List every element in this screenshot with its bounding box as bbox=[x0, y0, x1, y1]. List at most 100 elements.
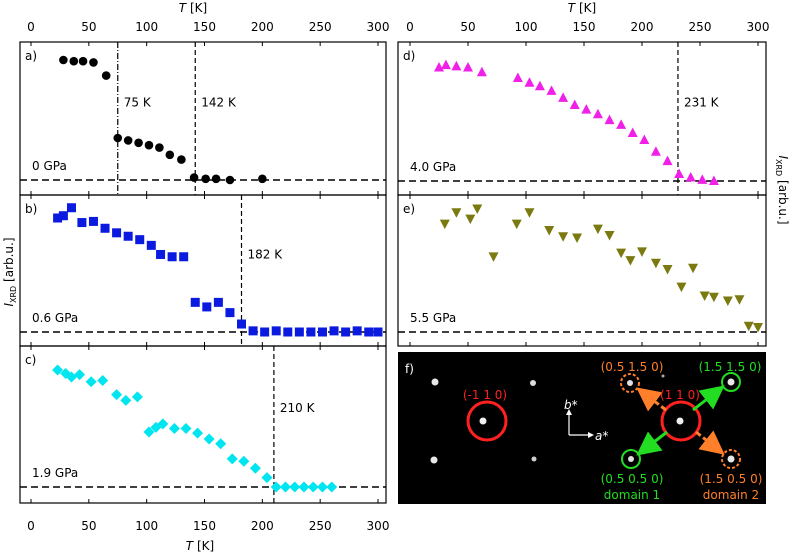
tick-label: 250 bbox=[309, 519, 332, 533]
data-point bbox=[472, 204, 483, 215]
data-point bbox=[201, 174, 210, 184]
data-point bbox=[572, 233, 583, 243]
a-star-label: a* bbox=[595, 429, 608, 443]
tick-label: 300 bbox=[747, 20, 770, 34]
spot bbox=[431, 378, 439, 386]
spot bbox=[627, 380, 633, 386]
data-point bbox=[143, 426, 155, 438]
spot-circle-0505 bbox=[621, 449, 641, 469]
tick-label: 200 bbox=[251, 519, 274, 533]
label-0505: (0.5 0.5 0) bbox=[601, 472, 664, 486]
data-point bbox=[283, 327, 293, 337]
data-point bbox=[225, 308, 235, 318]
pressure-label: 0 GPa bbox=[32, 159, 67, 173]
arrow-domain2-up bbox=[636, 387, 667, 412]
data-point bbox=[699, 291, 710, 301]
data-point bbox=[226, 453, 238, 465]
data-point bbox=[165, 150, 175, 160]
tick-label: 50 bbox=[81, 20, 96, 34]
data-point bbox=[688, 263, 699, 274]
data-point bbox=[650, 146, 661, 156]
panel-label-f: f) bbox=[405, 362, 414, 376]
data-point bbox=[249, 462, 261, 474]
data-point bbox=[451, 60, 462, 71]
tick-label: 200 bbox=[251, 20, 274, 34]
data-point bbox=[156, 249, 166, 259]
data-point bbox=[113, 133, 123, 143]
data-point bbox=[488, 252, 499, 262]
data-point bbox=[203, 433, 215, 445]
label-0515: (0.5 1.5 0) bbox=[601, 360, 664, 374]
panel-label: c) bbox=[25, 353, 36, 367]
data-point bbox=[111, 389, 123, 401]
tick-label: 300 bbox=[367, 20, 390, 34]
data-point bbox=[722, 296, 733, 306]
data-point bbox=[581, 104, 592, 114]
data-point bbox=[189, 173, 199, 182]
data-point bbox=[192, 427, 204, 439]
data-point bbox=[59, 55, 68, 65]
data-point bbox=[637, 247, 647, 257]
tick-label: 150 bbox=[573, 20, 596, 34]
spot bbox=[430, 456, 438, 464]
data-point bbox=[237, 319, 247, 329]
transition-label: 182 K bbox=[248, 247, 284, 261]
data-point bbox=[685, 171, 696, 182]
data-point bbox=[627, 127, 638, 138]
data-point bbox=[215, 438, 227, 450]
data-point bbox=[306, 327, 316, 337]
transition-label: 210 K bbox=[280, 401, 316, 415]
data-point bbox=[625, 256, 636, 266]
diffraction-panel: f) bbox=[398, 352, 766, 504]
data-point bbox=[53, 213, 63, 223]
spot-circle-110 bbox=[660, 400, 702, 442]
data-point bbox=[512, 72, 523, 83]
label-1505: (1.5 0.5 0) bbox=[700, 472, 763, 486]
data-point bbox=[734, 295, 745, 305]
data-point bbox=[123, 231, 133, 241]
data-point bbox=[546, 85, 557, 95]
bottom-left-x-title: T [K] bbox=[186, 539, 214, 553]
data-point bbox=[248, 326, 258, 336]
data-point bbox=[465, 214, 476, 225]
spot bbox=[727, 455, 735, 463]
arrow-domain2-down bbox=[695, 430, 725, 455]
data-point bbox=[135, 235, 145, 245]
data-point bbox=[524, 77, 535, 87]
data-point bbox=[650, 258, 661, 269]
data-point bbox=[743, 321, 754, 332]
data-point bbox=[676, 282, 687, 293]
data-point bbox=[270, 481, 282, 493]
tick-label: 50 bbox=[460, 20, 475, 34]
data-point bbox=[211, 174, 221, 184]
spot bbox=[628, 456, 634, 462]
data-point bbox=[74, 369, 86, 381]
data-point bbox=[78, 56, 88, 66]
data-point bbox=[592, 108, 603, 119]
tick-label: 100 bbox=[515, 20, 538, 34]
transition-label: 231 K bbox=[684, 95, 720, 109]
data-point bbox=[604, 230, 615, 241]
panel-label: e) bbox=[403, 202, 415, 216]
tick-label: 300 bbox=[367, 519, 390, 533]
data-point bbox=[639, 134, 650, 145]
data-point bbox=[120, 394, 132, 406]
data-point bbox=[298, 481, 310, 493]
spot bbox=[661, 374, 665, 378]
left-y-title: IXRD [arb.u.] bbox=[2, 237, 18, 306]
right-y-title: IXRD [arb.u.] bbox=[774, 155, 789, 224]
data-point bbox=[476, 66, 487, 77]
pressure-label: 1.9 GPa bbox=[32, 466, 78, 480]
spot-circle-1515 bbox=[721, 372, 741, 392]
data-point bbox=[697, 174, 708, 184]
data-point bbox=[97, 375, 109, 387]
top-right-x-title: T [K] bbox=[568, 1, 596, 15]
data-point bbox=[157, 418, 169, 430]
data-point bbox=[258, 174, 267, 184]
data-point bbox=[289, 481, 301, 493]
data-point bbox=[662, 155, 673, 166]
